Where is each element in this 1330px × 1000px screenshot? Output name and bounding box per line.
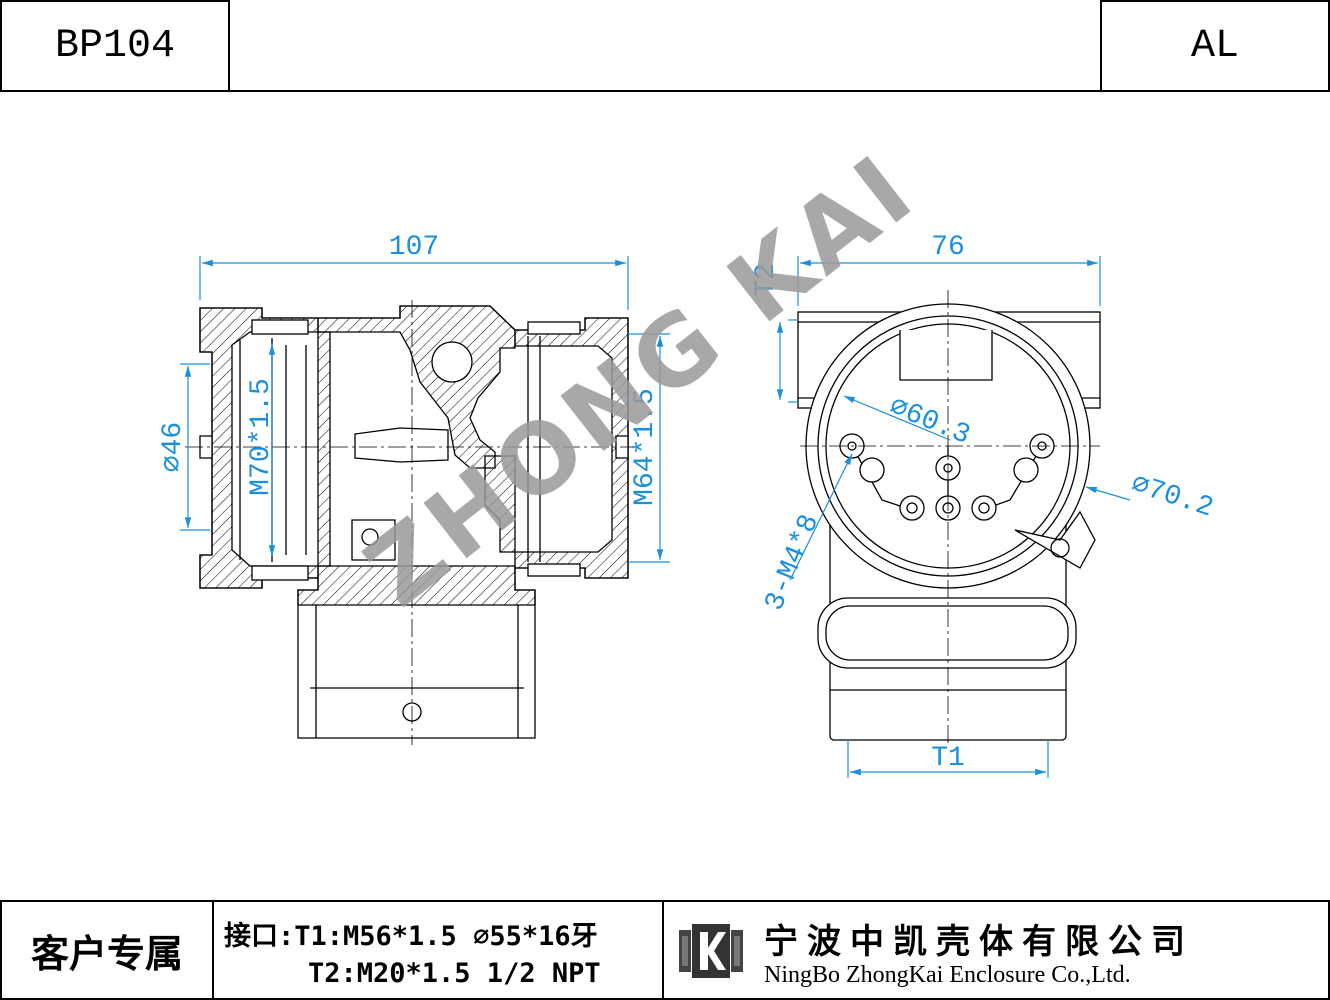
section-view xyxy=(185,300,640,745)
customer-label: 客户专属 xyxy=(30,931,183,976)
dim-holes: 3-M4*8 xyxy=(760,510,827,615)
dim-thread-m64: M64*1.5 xyxy=(630,388,661,506)
spec-cell: 接口:T1:M56*1.5 ⌀55*16牙 T2:M20*1.5 1/2 NPT xyxy=(212,900,664,1000)
front-view xyxy=(797,290,1101,745)
spec-line-1: 接口:T1:M56*1.5 ⌀55*16牙 xyxy=(224,921,598,952)
company-name-en: NingBo ZhongKai Enclosure Co.,Ltd. xyxy=(764,962,1131,988)
dim-width-76: 76 xyxy=(931,232,965,263)
company-logo-icon xyxy=(679,924,743,978)
material-code: AL xyxy=(1190,23,1239,69)
model-number: BP104 xyxy=(54,23,176,69)
company-cell: 宁波中凯壳体有限公司 NingBo ZhongKai Enclosure Co.… xyxy=(662,900,1330,1000)
dim-width-107: 107 xyxy=(389,232,439,263)
dim-t2: T2 xyxy=(751,263,782,297)
dim-thread-m70: M70*1.5 xyxy=(246,378,277,496)
model-number-cell: BP104 xyxy=(0,0,230,92)
company-name-cn: 宁波中凯壳体有限公司 xyxy=(764,922,1194,962)
material-cell: AL xyxy=(1100,0,1330,92)
dim-t1: T1 xyxy=(931,743,965,774)
dim-dia-70-2: ⌀70.2 xyxy=(1127,469,1217,524)
dimension-lines xyxy=(180,256,1131,778)
technical-drawing: 107 76 ⌀46 M70*1.5 M64*1.5 T2 T1 ⌀60.3 ⌀… xyxy=(158,132,1217,778)
dim-bore-46: ⌀46 xyxy=(158,422,189,472)
spec-line-2: T2:M20*1.5 1/2 NPT xyxy=(308,958,601,989)
customer-cell: 客户专属 xyxy=(0,900,214,1000)
